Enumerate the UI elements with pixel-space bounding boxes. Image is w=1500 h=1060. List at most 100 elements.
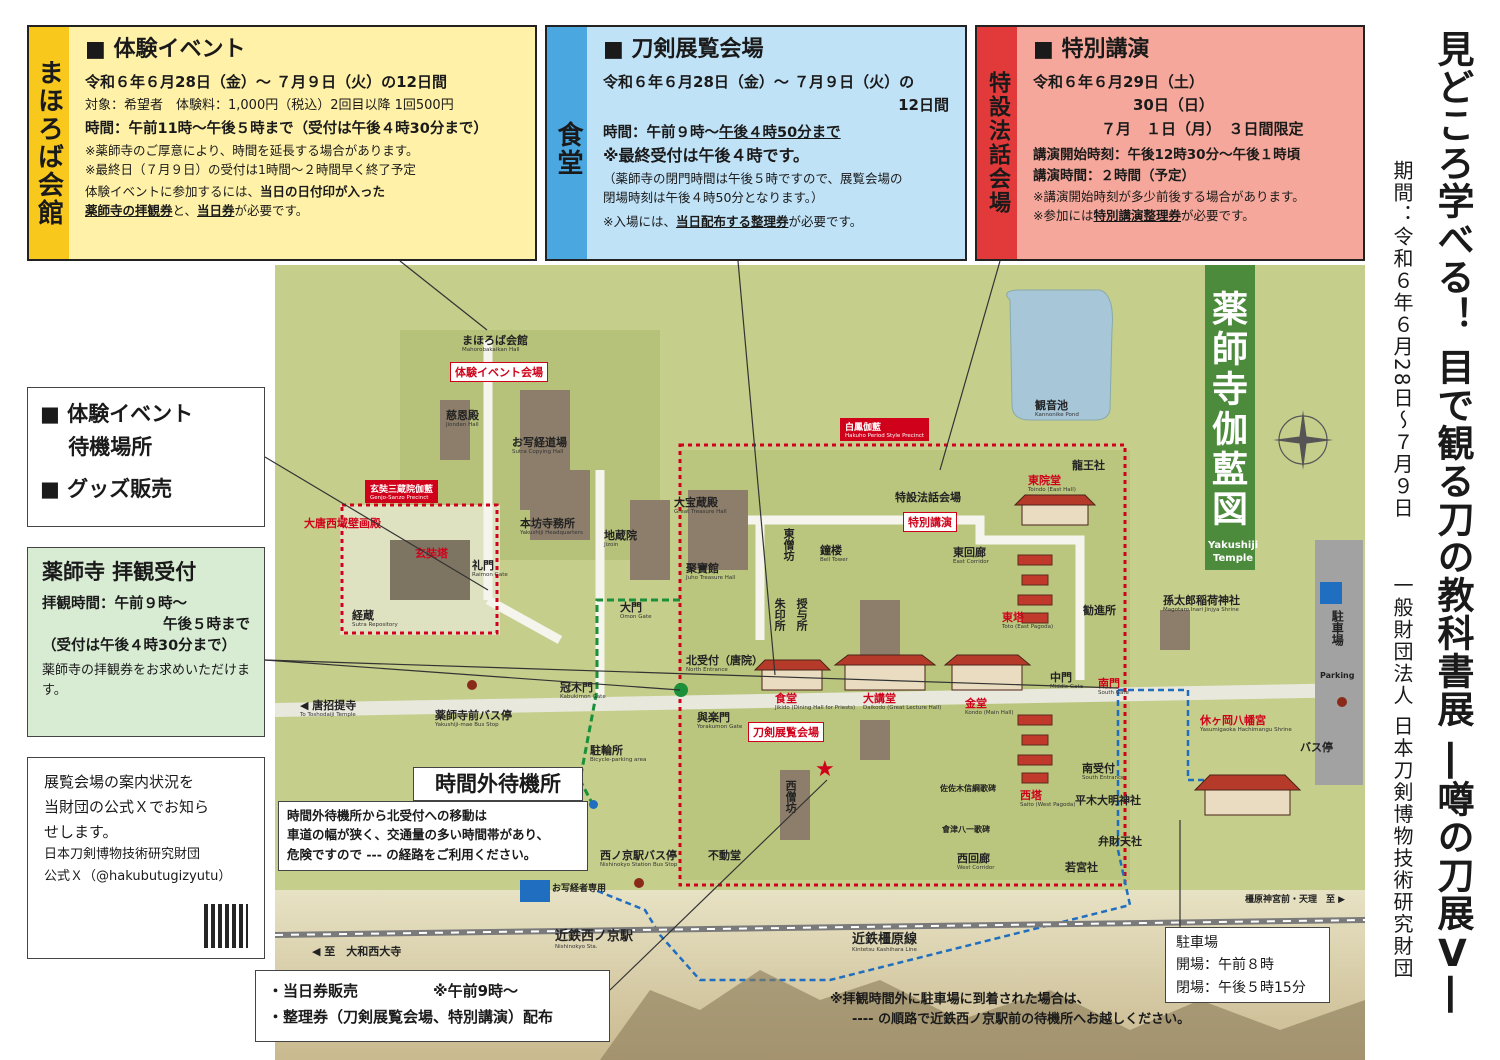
panel-lecture-req-pre: ※参加には [1033, 208, 1094, 224]
x-line3: せします。 [44, 822, 118, 841]
panel-lecture-date1: 令和６年６月29日（土） [1033, 73, 1204, 92]
x-line1: 展覧会場の案内状況を [44, 773, 195, 791]
label-kashiharajingu: 橿原神宮前・天理 至 ▶ [1245, 895, 1346, 905]
parking-title: 駐車場 [1176, 935, 1218, 951]
panel-lecture-date2: 30日（日） [1133, 96, 1214, 115]
panel-lecture-duration: 講演時間：２時間（予定） [1033, 167, 1195, 184]
label-parking: 駐車場 [1330, 610, 1345, 646]
panel-experience-dates: 令和６年６月28日（金）～ ７月９日（火）の12日間 [85, 73, 447, 92]
panel-experience-fee: 対象：希望者 体験料：1,000円（税込）2回目以降 1回500円 [85, 98, 454, 114]
parking-open: 開場：午前８時 [1176, 957, 1274, 974]
x-line2: 当財団の公式Ｘでお知ら [44, 797, 210, 816]
wait-line1: ■ 体験イベント [40, 402, 194, 426]
panel-lecture-req-post: が必要です。 [1181, 208, 1255, 224]
panel-sword-req-post: が必要です。 [788, 213, 863, 229]
label-sasaki: 佐佐木信綱歌碑 [940, 784, 996, 793]
parking-hours-box: 駐車場 開場：午前８時 閉場：午後５時15分 [1165, 927, 1330, 1003]
panel-lecture-req-u: 特別講演整理券 [1093, 208, 1181, 224]
star-marker-icon: ★ [815, 757, 835, 782]
offhours-line2: 車道の幅が狭く、交通量の多い時間帯があり、 [287, 827, 550, 843]
panel-sword-note2: 閉場時刻は午後４時50分となります。） [603, 190, 824, 206]
reception-note: 薬師寺の拝観券をお求めいただけます。 [42, 663, 251, 699]
ticket-box: ・当日券販売 ※午前9時～ ・整理券（刀剣展覧会場、特別講演）配布 [255, 970, 610, 1042]
parking-close: 閉場：午後５時15分 [1176, 979, 1306, 996]
panel-experience-event: まほろば会館 ■ 体験イベント 令和６年６月28日（金）～ ７月９日（火）の12… [27, 25, 537, 261]
label-ryuo: 龍王社 [1072, 459, 1105, 472]
label-hiraki: 平木大明神社 [1075, 794, 1141, 807]
panel-experience-venue: まほろば会館 [29, 27, 69, 259]
label-fudodo: 不動堂 [708, 849, 741, 862]
panel-experience-note1: ※薬師寺のご厚意により、時間を延長する場合があります。 [85, 142, 419, 158]
panel-lecture-note1: ※講演開始時刻が多少前後する場合があります。 [1033, 188, 1305, 204]
panel-sword-req-u: 当日配布する整理券 [675, 213, 789, 229]
temple-map-title: 薬師寺伽藍図 [1206, 290, 1247, 530]
panel-sword-dates2: 12日間 [898, 96, 949, 115]
reception-hours2: 午後５時まで [163, 617, 250, 633]
label-busstop: バス停 [1300, 741, 1333, 754]
panel-special-lecture: 特設法話会場 ■ 特別講演 令和６年６月29日（土） 30日（日） ７月 １日（… [975, 25, 1365, 261]
label-juyo: 授与所 [795, 598, 809, 631]
label-tokusetsu: 特設法話会場 [895, 491, 961, 504]
panel-experience-req-pre: 体験イベントに参加するには、 [85, 183, 261, 199]
offhours-marker-icon [589, 800, 598, 809]
parking-note2: ‐‐‐‐ の順路で近鉄西ノ京駅前の待機所へお越しください。 [852, 1012, 1191, 1027]
offhours-note-box: 時間外待機所から北受付への移動は 車道の幅が狭く、交通量の多い時間帯があり、 危… [278, 801, 588, 871]
exhibition-period: 期間：令和６年６月28日～７月９日 [1390, 160, 1414, 520]
offhours-line1: 時間外待機所から北受付への移動は [287, 808, 488, 823]
label-kitauke: 北受付（唐院）North Entrance [686, 654, 763, 674]
offhours-line3: 危険ですので ‐‐‐ の経路をご利用ください。 [287, 846, 537, 862]
panel-experience-req-b2: 薬師寺の拝観券 [85, 203, 173, 219]
label-shuin: 朱印所 [773, 598, 787, 631]
label-genjoto: 玄奘塔 [415, 547, 448, 560]
temple-map-title-en1: Yakushiji [1208, 540, 1259, 551]
label-yamato-saidaiji: ◀ 至 大和西大寺 [312, 945, 402, 958]
panel-sword-last: ※最終受付は午後４時です。 [603, 146, 809, 166]
bus-stop-pin-icon [467, 680, 477, 690]
panel-experience-req-b3: 当日券 [197, 203, 235, 219]
label-aizu: 會津八一歌碑 [942, 825, 990, 834]
reception-hours3: （受付は午後４時30分まで） [42, 638, 237, 654]
panel-sword-exhibition: 食堂 ■ 刀剣展覧会場 令和６年６月28日（金）～ ７月９日（火）の 12日間 … [545, 25, 967, 261]
panel-sword-dates1: 令和６年６月28日（金）～ ７月９日（火）の [603, 73, 915, 92]
label-parking-en: Parking [1320, 671, 1355, 680]
wait-line2: 待機場所 [40, 434, 153, 459]
panel-experience-heading: ■ 体験イベント [85, 37, 246, 62]
panel-experience-req-post: が必要です。 [234, 203, 309, 219]
panel-reception: 薬師寺 拝観受付 拝観時間：午前９時～ 午後５時まで （受付は午後４時30分まで… [27, 547, 265, 737]
panel-x-info: 展覧会場の案内状況を 当財団の公式Ｘでお知ら せします。 日本刀剣博物技術研究財… [27, 757, 265, 959]
qr-code-icon[interactable] [204, 904, 248, 948]
panel-experience-req-mid: と、 [172, 203, 198, 219]
label-tosobo: 東僧坊 [782, 528, 796, 561]
goods-line: ■ グッズ販売 [40, 477, 173, 502]
parking-note1: ※拝観時間外に駐車場に到着された場合は、 [830, 992, 1090, 1007]
panel-sword-venue: 食堂 [547, 27, 587, 259]
panel-sword-hours-u: 午後４時50分まで [719, 124, 841, 141]
x-line4: 日本刀剣博物技術研究財団 [44, 847, 201, 863]
label-wakamiya: 若宮社 [1065, 861, 1098, 874]
offhours-title: 時間外待機所 [435, 772, 561, 796]
label-saisobo: 西僧坊 [784, 780, 798, 813]
panel-experience-req-b1: 当日の日付印が入った [260, 183, 386, 199]
organizer: 一般財団法人 日本刀剣博物技術研究財団 [1390, 575, 1414, 980]
